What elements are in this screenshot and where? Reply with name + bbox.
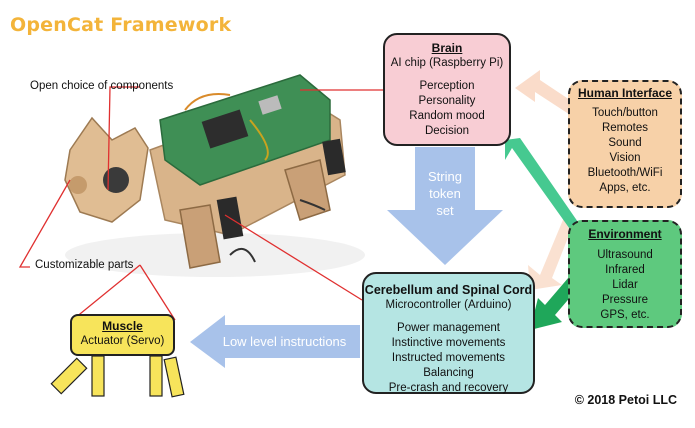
cerebellum-item: Power management [397,322,500,334]
muscle-legs [50,355,185,398]
cerebellum-controller: Microcontroller (Arduino) [385,299,512,311]
brain-item: Perception [419,80,475,92]
low-level-label: Low level instructions [222,334,347,349]
human-interface-item: Bluetooth/WiFi [587,167,663,179]
cerebellum-heading: Cerebellum and Spinal Cord [364,283,533,297]
human-interface-box: Human Interface Touch/button Remotes Sou… [568,80,682,208]
cerebellum-box: Cerebellum and Spinal Cord Microcontroll… [362,272,535,394]
environment-item: Lidar [612,279,638,291]
human-interface-item: Remotes [601,122,649,134]
string-token-line: set [436,203,454,218]
environment-item: Ultrasound [597,249,653,261]
brain-heading: Brain [431,41,463,55]
environment-box: Environment Ultrasound Infrared Lidar Pr… [568,220,682,328]
brain-item: Decision [424,125,470,137]
brain-item: Personality [418,95,476,107]
environment-item: GPS, etc. [600,309,650,321]
arrow-brain-human [515,70,585,120]
environment-item: Pressure [601,294,649,306]
cerebellum-item: Pre-crash and recovery [388,382,509,394]
human-interface-item: Sound [608,137,642,149]
muscle-box: Muscle Actuator (Servo) [70,314,175,356]
brain-item: Random mood [409,110,485,122]
string-token-label: String token set [415,168,475,219]
brain-box: Brain AI chip (Raspberry Pi) Perception … [383,33,511,146]
environment-item: Infrared [605,264,645,276]
callout-lines [18,86,383,321]
arrow-human-cerebellum [528,215,575,290]
string-token-line: token [429,186,461,201]
human-interface-item: Touch/button [592,107,658,119]
muscle-sub: Actuator (Servo) [80,335,165,347]
copyright: © 2018 Petoi LLC [574,393,677,407]
string-token-line: String [428,169,462,184]
brain-chip: AI chip (Raspberry Pi) [390,57,504,69]
string-token-arrow [387,147,503,265]
arrow-environment-brain [505,138,580,232]
human-interface-item: Apps, etc. [599,182,651,194]
environment-heading: Environment [588,227,662,241]
cerebellum-item: Instinctive movements [391,337,506,349]
human-interface-item: Vision [609,152,641,164]
page-title: OpenCat Framework [10,14,232,36]
low-level-arrow [190,315,360,368]
cerebellum-item: Instructed movements [391,352,506,364]
callout-parts: Customizable parts [35,259,134,271]
callout-components: Open choice of components [30,80,174,92]
human-interface-heading: Human Interface [577,86,673,100]
cerebellum-item: Balancing [423,367,474,379]
muscle-heading: Muscle [102,319,143,333]
